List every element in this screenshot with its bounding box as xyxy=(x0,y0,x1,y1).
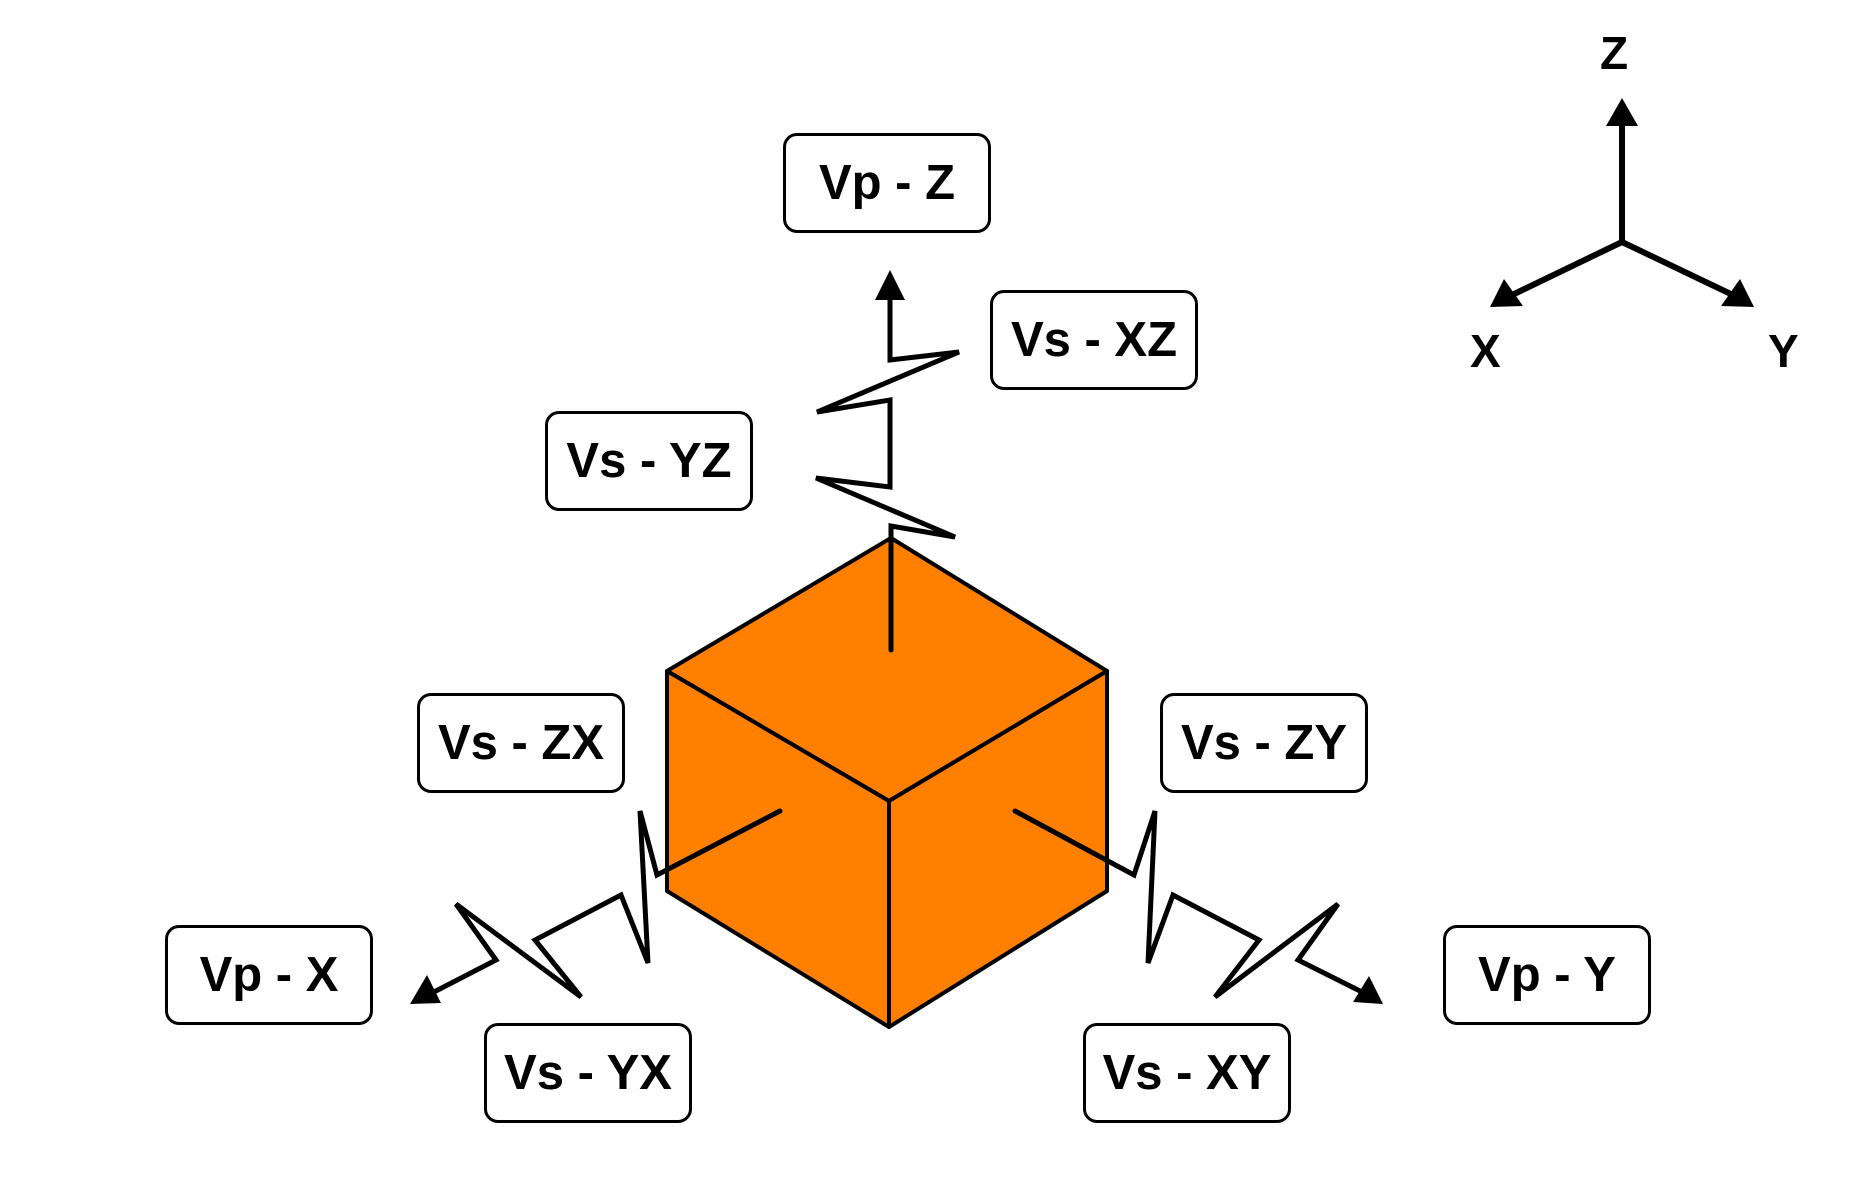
label-vs-yz: Vs - YZ xyxy=(545,411,753,511)
axis-triad xyxy=(1507,121,1738,299)
cube-right-face xyxy=(887,669,1109,1029)
label-vs-xy: Vs - XY xyxy=(1083,1023,1291,1123)
axis-label-y: Y xyxy=(1768,325,1799,377)
label-vp-y: Vp - Y xyxy=(1443,925,1651,1025)
label-vs-zx: Vs - ZX xyxy=(417,693,625,793)
label-vs-yx: Vs - YX xyxy=(484,1023,692,1123)
x-axis-arrowhead xyxy=(1490,279,1523,307)
axis-label-x: X xyxy=(1470,325,1501,377)
label-vp-z: Vp - Z xyxy=(783,133,991,233)
cube xyxy=(665,536,1109,1029)
z-wave-path xyxy=(815,297,960,653)
y-wave-arrowhead xyxy=(1353,976,1383,1004)
y-wave-path xyxy=(1012,808,1367,999)
x-wave-arrowhead xyxy=(410,975,441,1004)
label-vs-xz: Vs - XZ xyxy=(990,290,1198,390)
x-wave-path xyxy=(429,808,783,1000)
label-vs-zy: Vs - ZY xyxy=(1160,693,1368,793)
y-axis-line xyxy=(1619,239,1738,299)
z-axis-arrowhead xyxy=(1606,98,1638,126)
y-axis-arrowhead xyxy=(1721,279,1754,307)
axis-label-z: Z xyxy=(1600,27,1629,79)
z-wave-arrowhead xyxy=(875,270,905,300)
label-vp-x: Vp - X xyxy=(165,925,373,1025)
x-axis-line xyxy=(1507,239,1625,299)
